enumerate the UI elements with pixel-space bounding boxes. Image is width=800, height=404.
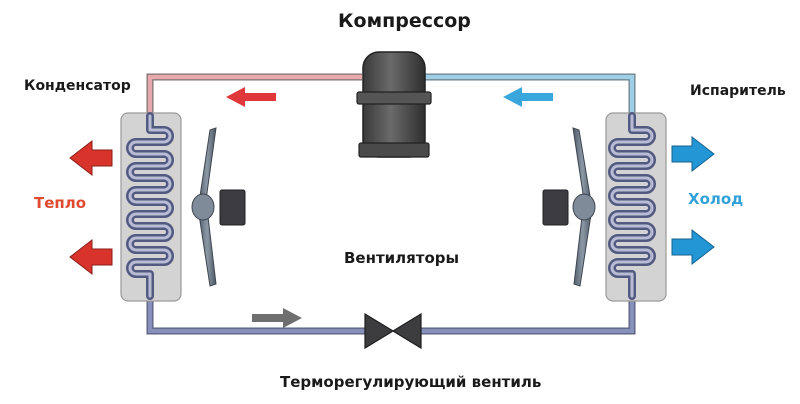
cold-arrow-icon	[671, 135, 715, 173]
heat-label: Тепло	[34, 194, 87, 212]
fans-label: Вентиляторы	[344, 249, 460, 267]
compressor-icon	[356, 51, 432, 158]
pipe-return	[146, 296, 636, 335]
fan-icon	[191, 127, 246, 287]
heat-arrow-icon	[69, 238, 113, 276]
fan-icon	[542, 127, 596, 287]
heat-arrow-icon	[69, 139, 113, 177]
pipe-cold	[425, 73, 636, 116]
flow-arrow-icon	[226, 87, 276, 107]
cold-arrow-icon	[671, 228, 715, 266]
compressor-label: Компрессор	[338, 10, 471, 32]
flow-arrow-icon	[252, 308, 302, 328]
cold-label: Холод	[688, 190, 744, 208]
condenser-coil-icon	[120, 112, 182, 302]
evaporator-coil-icon	[605, 112, 667, 302]
flow-arrow-icon	[503, 87, 553, 107]
pipe-hot	[146, 73, 362, 116]
condenser-label: Конденсатор	[24, 78, 131, 94]
expansion-valve-icon	[364, 312, 422, 350]
evaporator-label: Испаритель	[690, 83, 786, 99]
expansion-valve-label: Терморегулирующий вентиль	[280, 373, 542, 391]
